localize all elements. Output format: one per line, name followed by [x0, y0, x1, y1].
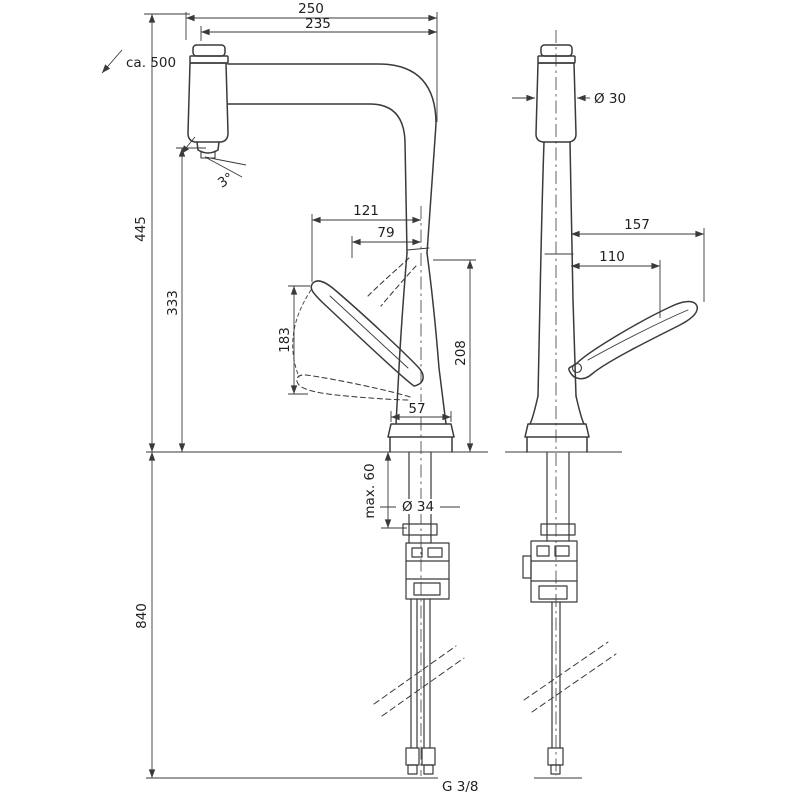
dim-235-label: 235	[305, 16, 331, 32]
dim-157-label: 157	[624, 217, 650, 233]
dimension-labels: 250 235 ca. 500 445 333 3° 121 79 183 20…	[126, 1, 650, 795]
dim-110-label: 110	[599, 249, 625, 265]
side-spray-head	[535, 44, 577, 143]
side-body	[524, 141, 590, 453]
side-view	[522, 44, 698, 775]
spray-head	[187, 44, 229, 159]
pullout-arrow	[101, 49, 123, 74]
label-backgrounds	[396, 402, 440, 514]
dim-d34-label: Ø 34	[402, 499, 434, 515]
centerlines	[420, 30, 557, 776]
dim-57-label: 57	[408, 401, 425, 417]
angle-indicator	[204, 156, 247, 178]
front-view	[187, 44, 465, 775]
front-break-lines	[373, 645, 465, 717]
dim-d30-label: Ø 30	[594, 91, 626, 107]
faucet-body	[387, 247, 455, 453]
handle-raised	[310, 280, 424, 387]
dim-445-label: 445	[133, 216, 149, 242]
dim-183-label: 183	[277, 327, 293, 353]
dim-840-label: 840	[134, 603, 150, 629]
dim-250-label: 250	[298, 1, 324, 17]
spout	[227, 63, 437, 254]
dim-333-label: 333	[165, 290, 181, 316]
dim-79-label: 79	[377, 225, 394, 241]
dim-3deg-label: 3°	[215, 170, 237, 192]
dim-208-label: 208	[453, 340, 469, 366]
side-break-lines	[523, 641, 617, 713]
side-underdeck	[522, 451, 578, 775]
dim-121-label: 121	[353, 203, 379, 219]
dim-ca500-label: ca. 500	[126, 55, 176, 71]
dim-g38-label: G 3/8	[442, 779, 478, 795]
dim-max60-label: max. 60	[362, 463, 378, 518]
dimension-lines	[101, 12, 705, 779]
